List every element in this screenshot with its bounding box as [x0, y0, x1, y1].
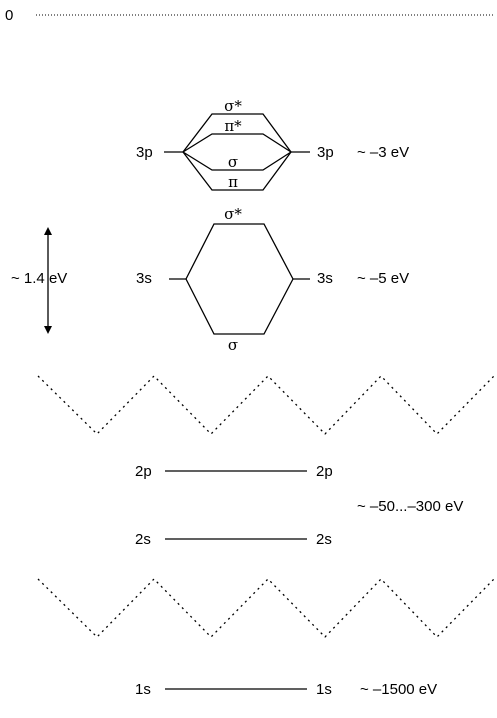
- 3s-energy-label: ~ –5 eV: [357, 270, 409, 287]
- 1s-left-label: 1s: [135, 681, 151, 698]
- 3p-sigma-star-label: σ*: [224, 97, 242, 115]
- axis-break-upper: [37, 375, 495, 435]
- gap-label: ~ 1.4 eV: [11, 270, 67, 287]
- axis-break-lower: [37, 578, 495, 638]
- 3p-pi-connector: [182, 151, 292, 191]
- 2s-right-label: 2s: [316, 531, 332, 548]
- 3s-sigma-connector: [185, 278, 294, 335]
- 2s-left-label: 2s: [135, 531, 151, 548]
- 3p-pi-star-label: π*: [224, 117, 242, 135]
- 3s-sigma-star-connector: [185, 223, 294, 280]
- 3p-pi-label: π: [228, 173, 238, 191]
- 3p-sigma-label: σ: [228, 153, 238, 171]
- 3p-right-label: 3p: [317, 144, 334, 161]
- 1s-energy-label: ~ –1500 eV: [360, 681, 437, 698]
- 3s-sigma-label: σ: [228, 336, 238, 354]
- 3s-right-label: 3s: [317, 270, 333, 287]
- 3p-energy-label: ~ –3 eV: [357, 144, 409, 161]
- zero-label: 0: [5, 7, 13, 24]
- 3p-sigma-connector: [182, 151, 292, 171]
- 3p-left-label: 3p: [136, 144, 153, 161]
- 3p-pi-star-connector: [182, 133, 292, 153]
- 2p-right-label: 2p: [316, 463, 333, 480]
- 1s-right-label: 1s: [316, 681, 332, 698]
- 2p-left-label: 2p: [135, 463, 152, 480]
- 3s-left-label: 3s: [136, 270, 152, 287]
- core-energy-label: ~ –50...–300 eV: [357, 498, 463, 515]
- 3p-sigma-star-connector: [182, 113, 292, 153]
- 3s-sigma-star-label: σ*: [224, 205, 242, 223]
